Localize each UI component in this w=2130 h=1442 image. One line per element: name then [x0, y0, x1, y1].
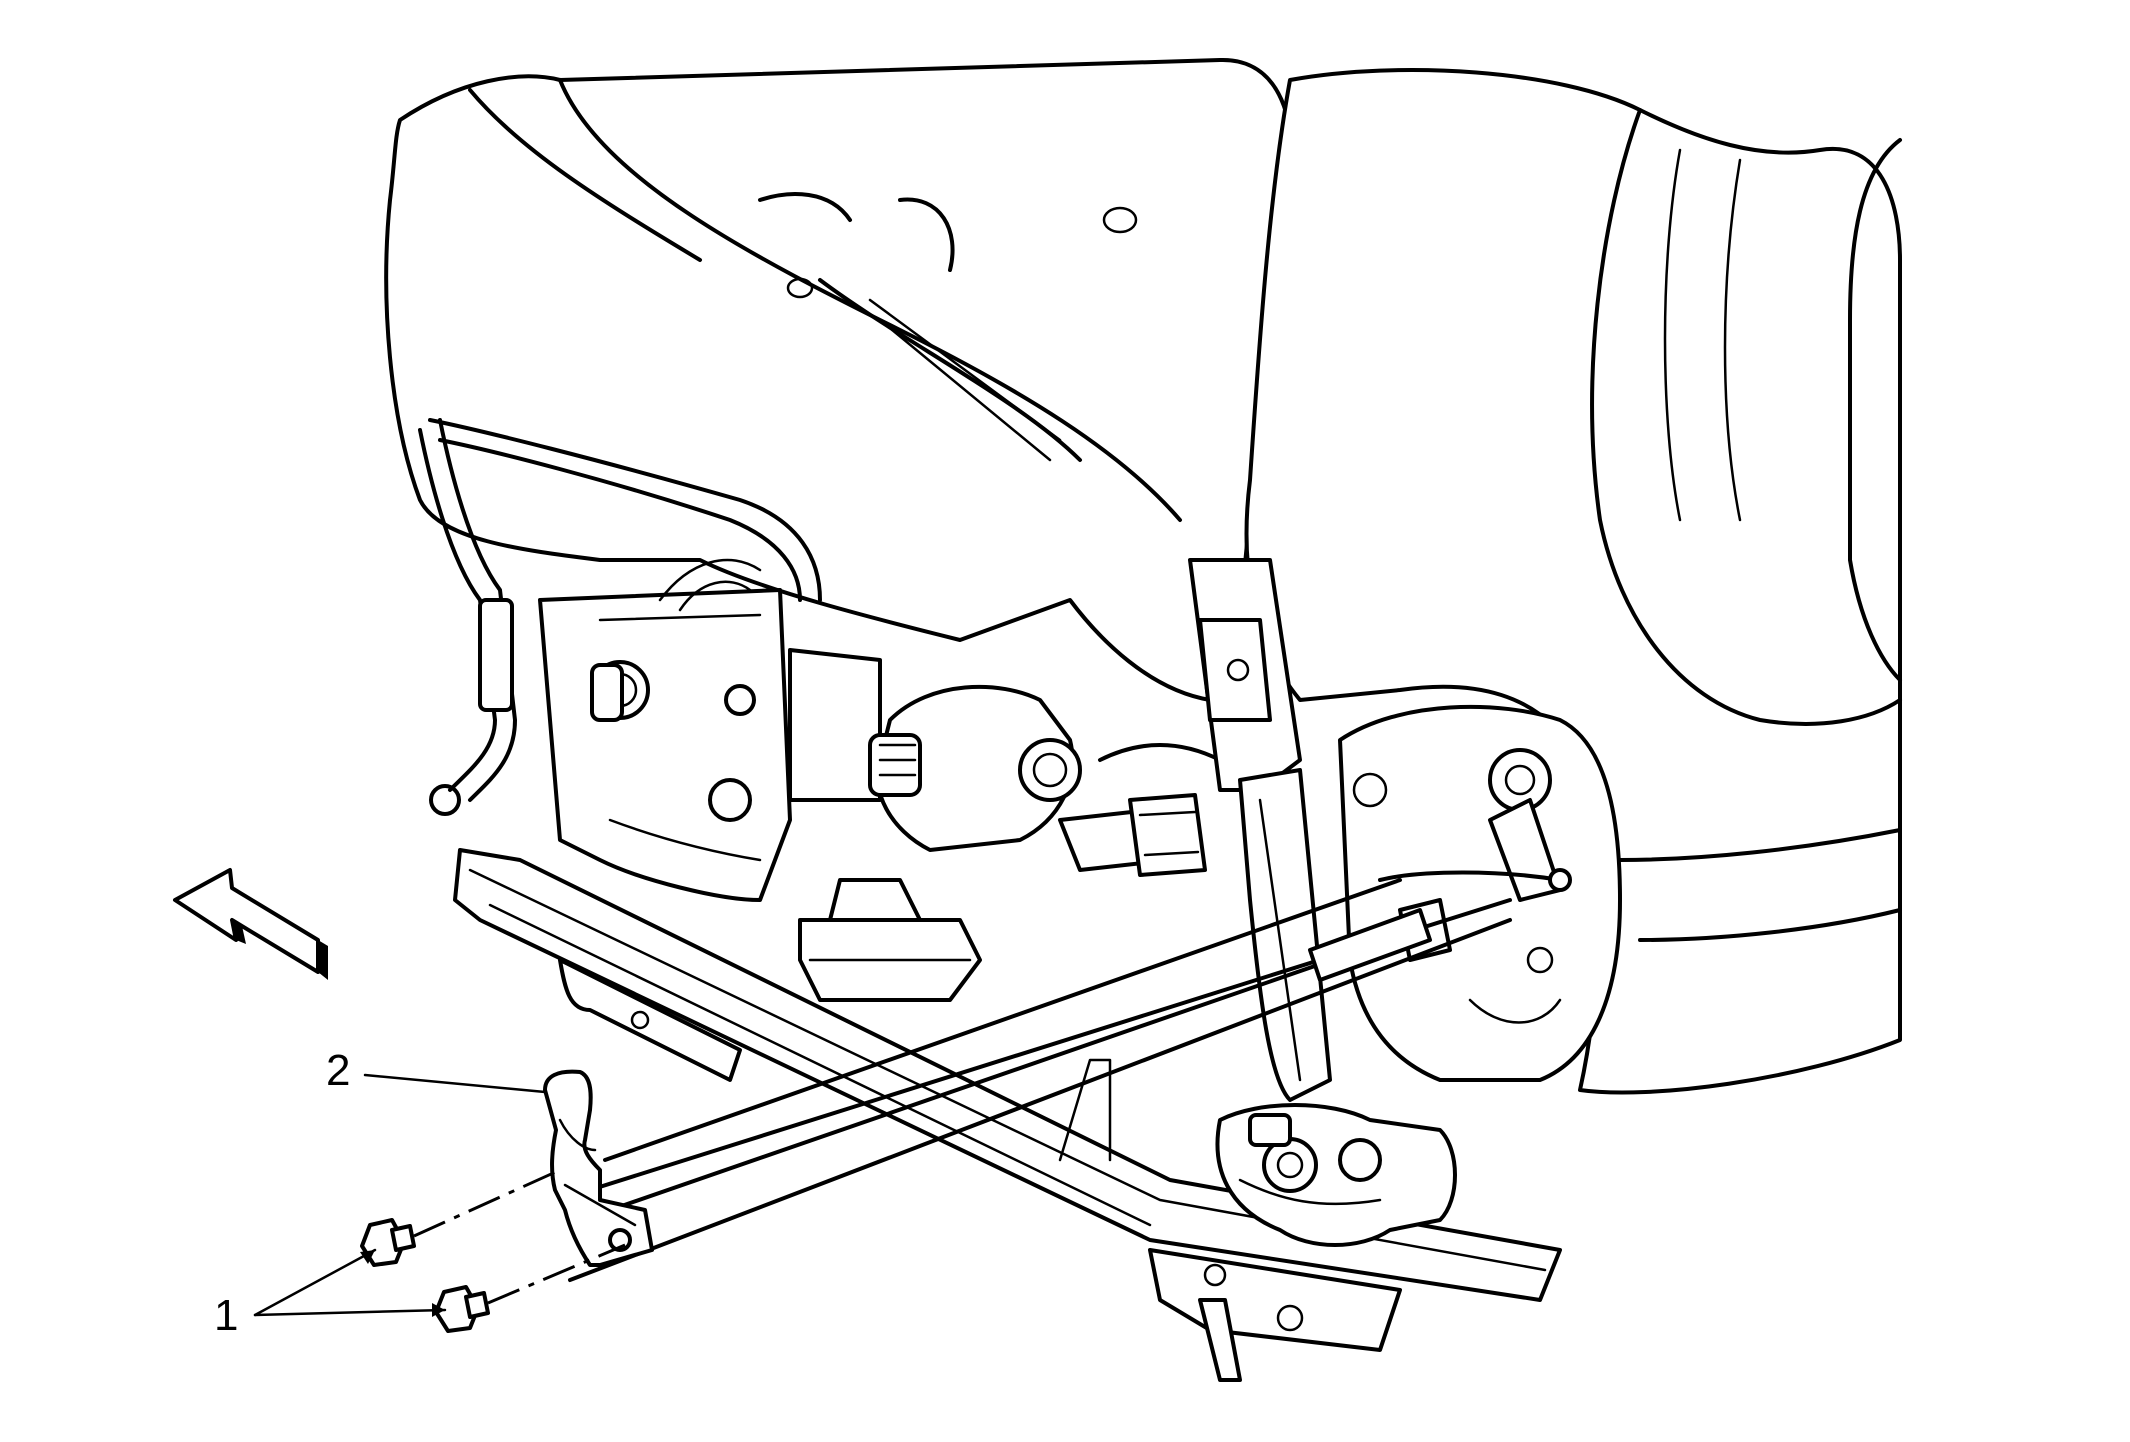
seat-track-rail [453, 848, 1562, 1382]
actuator-motor [868, 684, 1222, 877]
recliner-housing [538, 558, 882, 902]
seat-shell [384, 57, 1295, 702]
seat-back [1244, 68, 1902, 1095]
wire-harness [418, 418, 822, 816]
bolt-icon [360, 1218, 490, 1333]
exploded-view-lines [568, 878, 1512, 1282]
callout-label-1: 1 [214, 1291, 238, 1340]
recliner-plate [1338, 704, 1622, 1082]
front-latch [798, 878, 1457, 1247]
vertical-strut [1188, 558, 1332, 1102]
arrow-up-left-icon [173, 868, 328, 980]
bracket-icon [543, 1069, 654, 1267]
callout-label-2: 2 [326, 1046, 350, 1095]
callout-leaders [253, 1073, 547, 1317]
bolt-dash-lines [413, 1168, 626, 1305]
